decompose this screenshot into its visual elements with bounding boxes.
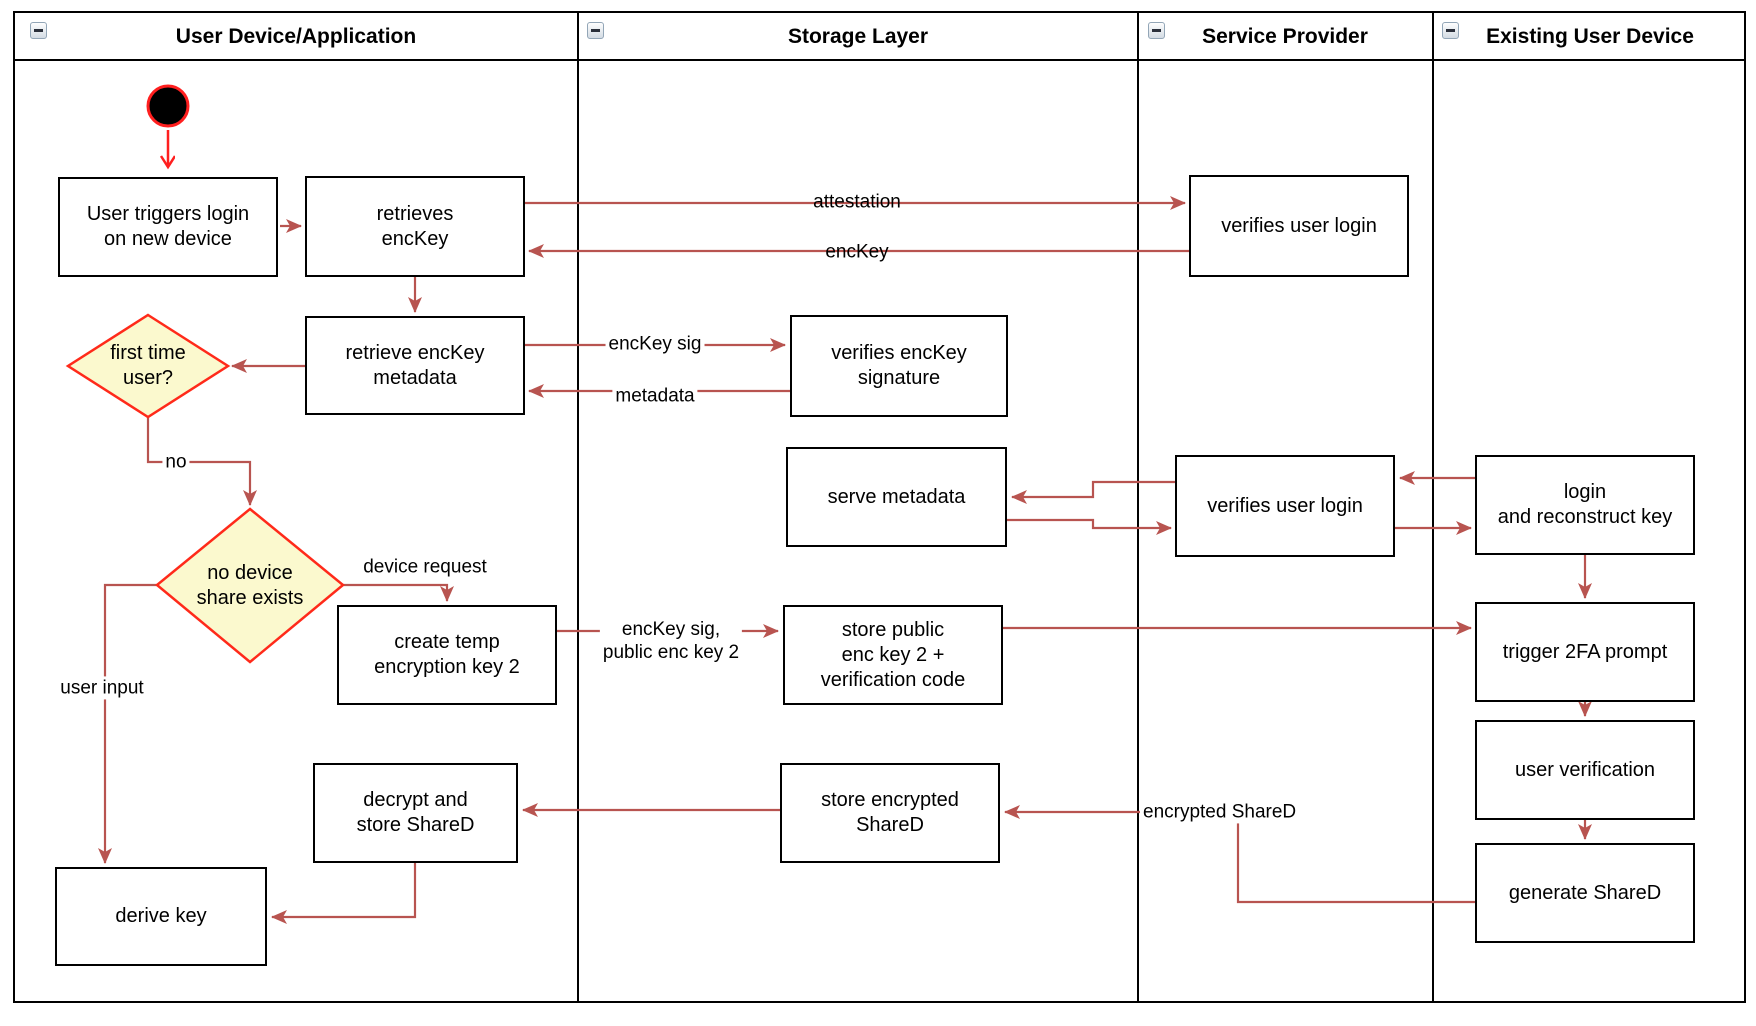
action-decrypt-and-store-shared[interactable]: decrypt and store ShareD: [313, 763, 518, 863]
action-create-temp-encryption-key-2[interactable]: create temp encryption key 2: [337, 605, 557, 705]
action-login-and-reconstruct-key[interactable]: login and reconstruct key: [1475, 455, 1695, 555]
action-store-encrypted-shared[interactable]: store encrypted ShareD: [780, 763, 1000, 863]
action-user-verification[interactable]: user verification: [1475, 720, 1695, 820]
edge-encrypted-shared: [1004, 805, 1475, 904]
decision-no-device-share-shape[interactable]: [155, 507, 345, 664]
decision-no-device-share-label: no device share exists: [196, 562, 304, 609]
action-verifies-user-login-2[interactable]: verifies user login: [1175, 455, 1395, 557]
edge-label-encrypted-shared: encrypted ShareD: [1140, 800, 1300, 824]
decision-first-time-user-label: first time user?: [110, 342, 186, 389]
collapse-minus-icon[interactable]: [587, 22, 604, 39]
edge-user-input: [98, 583, 157, 864]
edge-label-attestation: attestation: [813, 191, 901, 213]
action-generate-shared[interactable]: generate ShareD: [1475, 843, 1695, 943]
edge-label-no: no: [162, 450, 190, 474]
lane-header-service-provider: Service Provider: [1202, 25, 1368, 48]
edge-label-device-request: device request: [363, 556, 487, 578]
action-verifies-user-login-1[interactable]: verifies user login: [1189, 175, 1409, 277]
minus-glyph: [34, 29, 43, 32]
edge-label-user-input: user input: [57, 676, 147, 700]
initial-node[interactable]: [146, 84, 190, 128]
lane-header-storage-layer: Storage Layer: [787, 25, 929, 48]
decision-first-time-user-shape[interactable]: [65, 313, 231, 419]
collapse-minus-icon[interactable]: [1148, 22, 1165, 39]
lane-header-existing-user-device: Existing User Device: [1486, 25, 1694, 48]
edge-label-enckey: encKey: [825, 241, 889, 263]
minus-glyph: [591, 29, 600, 32]
collapse-minus-icon[interactable]: [1442, 22, 1459, 39]
swimlane-frame: [13, 11, 1746, 1003]
action-user-triggers-login[interactable]: User triggers login on new device: [58, 177, 278, 277]
edge-label-enckey-sig: encKey sig: [605, 332, 705, 356]
collapse-minus-icon[interactable]: [30, 22, 47, 39]
edge-verifies2-to-serve-metadata: [1011, 480, 1175, 504]
edge-label-metadata: metadata: [612, 384, 698, 408]
action-retrieves-enckey[interactable]: retrieves encKey: [305, 176, 525, 277]
action-derive-key[interactable]: derive key: [55, 867, 267, 966]
edge-decrypt-to-derive: [271, 863, 417, 924]
edge-device-request: [343, 583, 454, 602]
action-retrieve-enckey-metadata[interactable]: retrieve encKey metadata: [305, 316, 525, 415]
edge-serve-metadata-to-verifies2: [1007, 518, 1172, 535]
edge-label-enckey-sig-public-key2: encKey sig, public enc key 2: [599, 617, 743, 665]
action-trigger-2fa-prompt[interactable]: trigger 2FA prompt: [1475, 602, 1695, 702]
action-verifies-enckey-signature[interactable]: verifies encKey signature: [790, 315, 1008, 417]
edge-no-branch: [146, 417, 257, 506]
minus-glyph: [1446, 29, 1455, 32]
lane-header-user-device-application: User Device/Application: [175, 25, 417, 48]
action-serve-metadata[interactable]: serve metadata: [786, 447, 1007, 547]
minus-glyph: [1152, 29, 1161, 32]
action-store-public-enc-key-2[interactable]: store public enc key 2 + verification co…: [783, 605, 1003, 705]
